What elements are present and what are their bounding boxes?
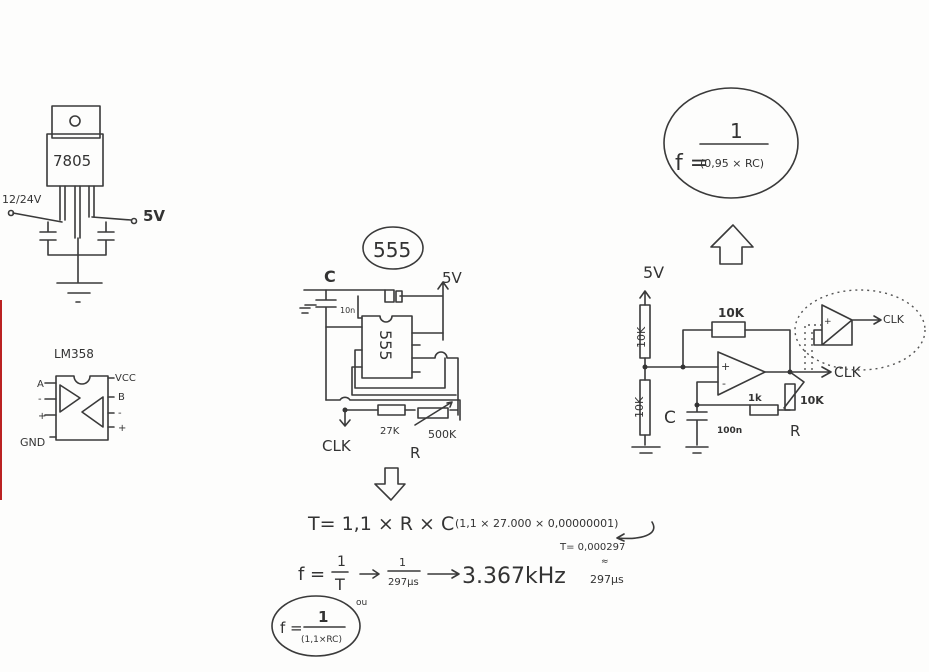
r-feedback-label: 10K [718, 306, 745, 320]
approx-sign: ≈ [601, 557, 609, 567]
freq-step-den: 297µs [388, 577, 419, 588]
osc-formula-lhs: f = [675, 151, 708, 176]
freq-num: 1 [337, 554, 346, 570]
opamp-symbol [717, 351, 766, 396]
general-freq-num: 1 [318, 608, 328, 626]
opamp-oscillator: f = 1 (0,95 × RC) 5V + - 10K 10K 10K 1k … [631, 87, 926, 454]
osc-supply: 5V [643, 263, 664, 282]
r-label: R [410, 444, 420, 462]
or-label: ou [356, 598, 367, 608]
regulator-part-label: 7805 [53, 152, 91, 170]
freq-den: T [334, 575, 345, 594]
cap-value: 100n [717, 426, 742, 436]
resistor-1k [749, 404, 779, 416]
pin-label: VCC [115, 373, 136, 384]
osc-formula-den: (0,95 × RC) [700, 157, 764, 170]
r-bottom-label: 10K [633, 396, 646, 418]
cap-label: C [664, 408, 676, 428]
buffer-highlight [794, 289, 926, 371]
resistor-27k [377, 404, 406, 416]
freq-step-num: 1 [399, 556, 406, 569]
period-formula: T= 1,1 × R × C [307, 513, 454, 535]
cap-value: 10n [340, 306, 355, 315]
cap-label: C [324, 267, 336, 286]
clk-label: CLK [834, 365, 862, 381]
general-freq-lhs: f = [280, 619, 303, 637]
pin-label: GND [20, 436, 45, 449]
general-freq-den: (1,1×RC) [301, 635, 342, 645]
formulas: T= 1,1 × R × C (1,1 × 27.000 × 0,0000000… [271, 513, 655, 657]
pot-label: 10K [800, 394, 824, 407]
timer-555-circuit: 555 C 5V 10n 555 CLK 27K 500K R [299, 226, 463, 501]
resistor-10k-top [639, 304, 651, 359]
buffer-clk-label: CLK [883, 313, 905, 326]
regulator-output-label: 5V [143, 207, 165, 225]
period-us: 297µs [590, 573, 624, 586]
clk-label: CLK [322, 437, 352, 455]
mounting-hole-icon [69, 115, 81, 127]
pin-label: - [38, 394, 42, 405]
r-top-label: 10K [635, 326, 648, 348]
resistor-10k-feedback [711, 321, 746, 338]
down-arrow-icon [374, 467, 406, 501]
potentiometer-10k [784, 383, 796, 411]
pin-label: A [37, 379, 44, 390]
paper-edge [0, 300, 2, 500]
osc-formula-num: 1 [730, 119, 743, 143]
pin-label: + [118, 423, 126, 434]
plus-sign: + [721, 360, 730, 373]
r-1k-label: 1k [748, 393, 762, 404]
period-result: T= 0,000297 [559, 542, 625, 553]
regulator-input-label: 12/24V [2, 193, 42, 206]
plus-sign: + [824, 317, 832, 327]
resistor-label: 27K [380, 426, 400, 437]
pin-label: + [38, 411, 46, 422]
up-arrow-icon [710, 224, 754, 265]
pin-label: B [118, 392, 125, 403]
lm358-pinout: LM358 A - + GND VCC B - + [20, 347, 136, 449]
buffer-opamp [813, 304, 882, 346]
potentiometer-500k [417, 407, 449, 419]
resistor-10k-bottom [639, 379, 651, 436]
timer-title: 555 [373, 238, 411, 262]
pot-label: 500K [428, 428, 457, 441]
lm358-label: LM358 [54, 347, 94, 361]
regulator-7805: 7805 12/24V 5V [2, 105, 165, 303]
freq-lhs: f = [298, 564, 325, 585]
r-label: R [790, 422, 800, 440]
minus-sign: - [722, 377, 726, 390]
freq-result: 3.367kHz [462, 564, 566, 589]
supply-label: 5V [442, 269, 463, 287]
chip-label: 555 [376, 330, 395, 361]
period-calculation: (1,1 × 27.000 × 0,00000001) [455, 517, 618, 530]
capacitors-ground [39, 221, 115, 303]
pin-label: - [118, 408, 122, 419]
